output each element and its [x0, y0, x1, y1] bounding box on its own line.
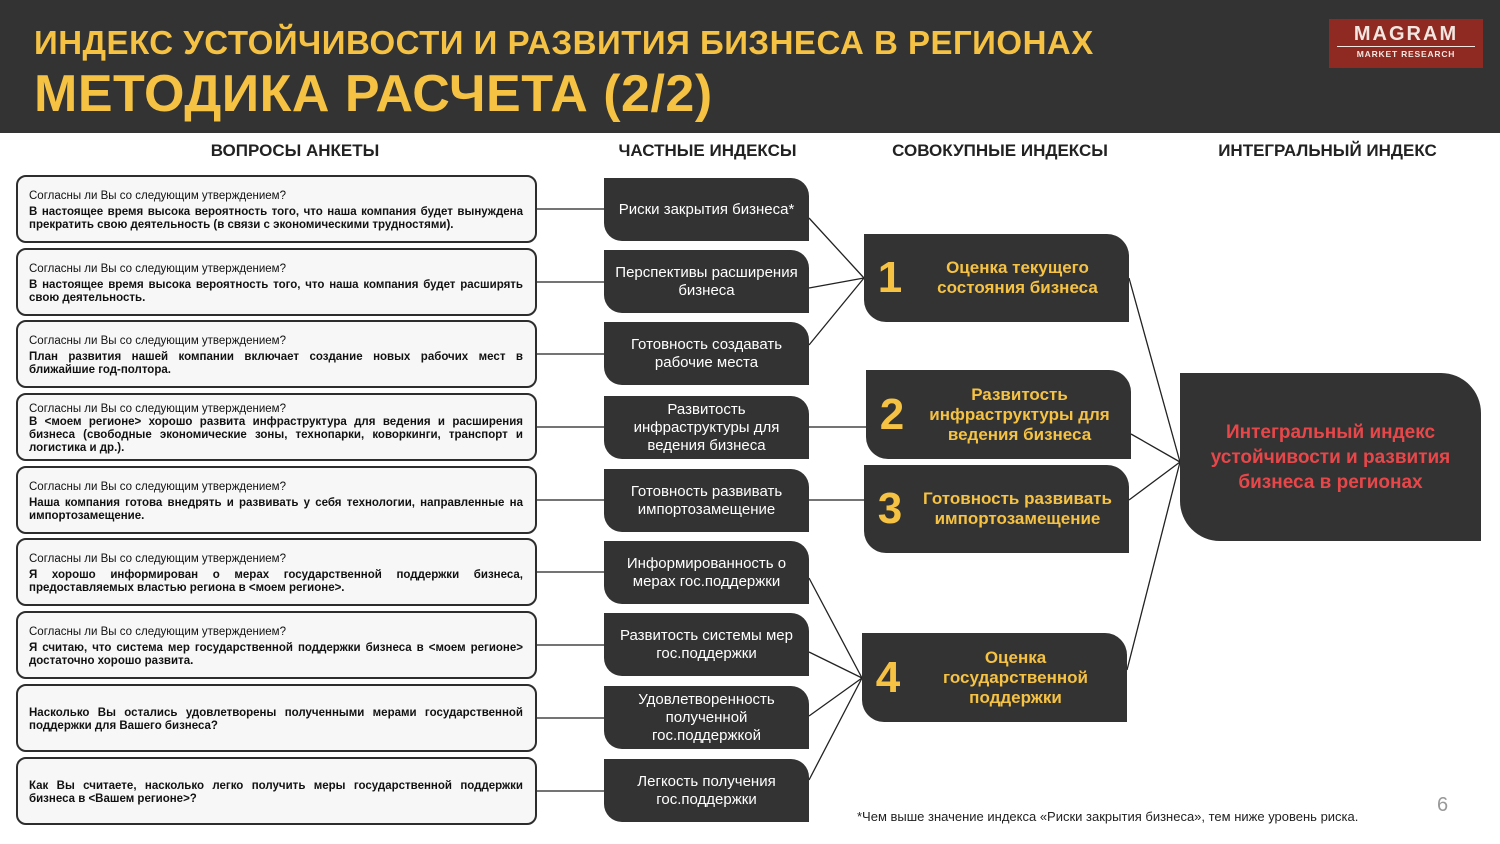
- question-lead: Согласны ли Вы со следующим утверждением…: [29, 403, 286, 415]
- footnote: *Чем выше значение индекса «Риски закрыт…: [857, 809, 1359, 824]
- question-text: В настоящее время высока вероятность тог…: [29, 279, 523, 304]
- logo-sub: MARKET RESEARCH: [1337, 46, 1475, 59]
- aggregate-index-1: 1 Оценка текущего состояния бизнеса: [864, 234, 1129, 322]
- question-box: Насколько Вы остались удовлетворены полу…: [16, 684, 537, 752]
- index-label: Готовность развивать импортозамещение: [923, 489, 1112, 528]
- partial-index-box: Информированность о мерах гос.поддержки: [604, 541, 809, 604]
- column-header-aggregate: СОВОКУПНЫЕ ИНДЕКСЫ: [892, 141, 1108, 160]
- column-header-partial: ЧАСТНЫЕ ИНДЕКСЫ: [618, 141, 797, 160]
- question-box: Как Вы считаете, насколько легко получит…: [16, 757, 537, 825]
- question-lead: Согласны ли Вы со следующим утверждением…: [29, 190, 286, 202]
- question-box: Согласны ли Вы со следующим утверждением…: [16, 611, 537, 679]
- column-header-integral: ИНТЕГРАЛЬНЫЙ ИНДЕКС: [1218, 141, 1437, 160]
- header-bar: ИНДЕКС УСТОЙЧИВОСТИ И РАЗВИТИЯ БИЗНЕСА В…: [0, 0, 1500, 133]
- title-line-2: МЕТОДИКА РАСЧЕТА (2/2): [34, 65, 713, 123]
- aggregate-index-4: 4 Оценка государственной поддержки: [862, 633, 1127, 722]
- question-text: Я хорошо информирован о мерах государств…: [29, 569, 523, 594]
- index-number: 4: [875, 652, 901, 702]
- question-box: Согласны ли Вы со следующим утверждением…: [16, 175, 537, 243]
- index-number: 1: [877, 253, 903, 302]
- question-lead: Согласны ли Вы со следующим утверждением…: [29, 335, 286, 347]
- page-number: 6: [1437, 794, 1449, 816]
- question-lead: Согласны ли Вы со следующим утверждением…: [29, 263, 286, 275]
- question-text: Насколько Вы остались удовлетворены полу…: [29, 707, 523, 732]
- title-line-1: ИНДЕКС УСТОЙЧИВОСТИ И РАЗВИТИЯ БИЗНЕСА В…: [34, 24, 1094, 61]
- partial-index-box: Развитость системы мер гос.поддержки: [604, 613, 809, 676]
- question-box: Согласны ли Вы со следующим утверждением…: [16, 393, 537, 461]
- index-number: 2: [879, 389, 905, 439]
- logo-main: MAGRAM: [1353, 23, 1459, 45]
- partial-index-box: Удовлетворенность полученной гос.поддерж…: [604, 686, 809, 749]
- question-text: Как Вы считаете, насколько легко получит…: [29, 780, 523, 805]
- aggregate-index-2: 2 Развитость инфраструктуры для ведения б…: [866, 370, 1131, 459]
- index-label: Оценка государственной поддержки: [943, 647, 1088, 707]
- partial-index-box: Готовность развивать импортозамещение: [604, 469, 809, 532]
- column-header-questions: ВОПРОСЫ АНКЕТЫ: [210, 141, 380, 160]
- partial-index-box: Перспективы расширения бизнеса: [604, 250, 809, 313]
- question-lead: Согласны ли Вы со следующим утверждением…: [29, 553, 286, 565]
- question-box: Согласны ли Вы со следующим утверждением…: [16, 320, 537, 388]
- index-label: Развитость инфраструктуры для ведения би…: [929, 384, 1110, 444]
- partial-index-box: Готовность создавать рабочие места: [604, 322, 809, 385]
- question-box: Согласны ли Вы со следующим утверждением…: [16, 538, 537, 606]
- question-text: В настоящее время высока вероятность тог…: [29, 206, 523, 231]
- question-text: В <моем регионе> хорошо развита инфрастр…: [29, 416, 523, 454]
- question-lead: Согласны ли Вы со следующим утверждением…: [29, 481, 286, 493]
- question-box: Согласны ли Вы со следующим утверждением…: [16, 248, 537, 316]
- question-lead: Согласны ли Вы со следующим утверждением…: [29, 626, 286, 638]
- index-number: 3: [877, 484, 903, 533]
- index-label: Оценка текущего состояния бизнеса: [937, 258, 1098, 297]
- partial-index-box: Риски закрытия бизнеса*: [604, 178, 809, 241]
- question-text: Я считаю, что система мер государственно…: [29, 642, 523, 667]
- question-text: План развития нашей компании включает со…: [29, 351, 523, 376]
- question-box: Согласны ли Вы со следующим утверждением…: [16, 466, 537, 534]
- question-text: Наша компания готова внедрять и развиват…: [29, 497, 523, 522]
- aggregate-index-3: 3 Готовность развивать импортозамещение: [864, 465, 1129, 553]
- magram-logo: MAGRAM MARKET RESEARCH: [1329, 19, 1483, 68]
- integral-index-box: Интегральный индекс устойчивости и разви…: [1180, 373, 1481, 541]
- partial-index-box: Легкость получения гос.поддержки: [604, 759, 809, 822]
- partial-index-box: Развитость инфраструктуры для ведения би…: [604, 396, 809, 459]
